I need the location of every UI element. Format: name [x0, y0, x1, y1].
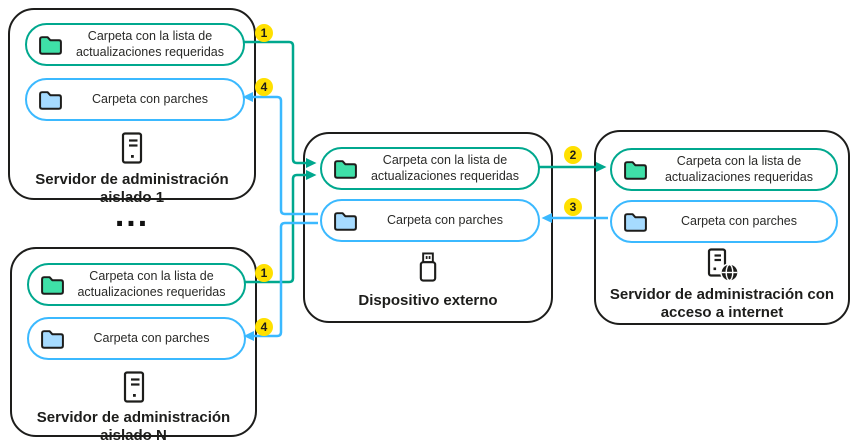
folder-label: Carpeta con la lista de actualizaciones … — [370, 153, 519, 183]
step-badge-1: 1 — [255, 24, 273, 42]
folder-icon — [332, 158, 358, 180]
folder-label: Carpeta con la lista de actualizaciones … — [77, 269, 226, 299]
updates-folder-pill: Carpeta con la lista de actualizaciones … — [320, 147, 540, 190]
server-icon — [12, 371, 255, 403]
patches-folder-pill: Carpeta con parches — [25, 78, 245, 121]
folder-icon — [39, 274, 65, 296]
step-badge-4: 4 — [255, 318, 273, 336]
folder-label: Carpeta con parches — [386, 212, 504, 227]
isolated-server-1-label: Servidor de administración aislado 1 — [35, 171, 229, 206]
isolated-server-1-box: Carpeta con la lista de actualizaciones … — [8, 8, 256, 206]
updates-folder-pill: Carpeta con la lista de actualizaciones … — [610, 148, 838, 191]
patches-folder-pill: Carpeta con parches — [320, 199, 540, 242]
folder-icon — [622, 211, 648, 233]
folder-label: Carpeta con la lista de actualizaciones … — [75, 29, 224, 59]
server-globe-icon — [596, 248, 848, 282]
isolated-server-n-label: Servidor de administración aislado N — [36, 409, 231, 444]
updates-folder-pill: Carpeta con la lista de actualizaciones … — [27, 263, 246, 306]
step-badge-2: 2 — [564, 146, 582, 164]
folder-icon — [39, 328, 65, 350]
external-device-box: Carpeta con la lista de actualizaciones … — [303, 132, 553, 323]
step-badge-3: 3 — [564, 198, 582, 216]
folder-icon — [37, 34, 63, 56]
folder-label: Carpeta con parches — [93, 330, 210, 345]
usb-drive-icon — [305, 252, 551, 283]
step-badge-1: 1 — [255, 264, 273, 282]
folder-icon — [37, 89, 63, 111]
folder-label: Carpeta con parches — [680, 213, 798, 228]
folder-label: Carpeta con parches — [91, 91, 209, 106]
patches-folder-pill: Carpeta con parches — [610, 200, 838, 243]
more-servers-ellipsis: ... — [114, 196, 150, 234]
folder-icon — [622, 159, 648, 181]
isolated-server-n-box: Carpeta con la lista de actualizaciones … — [10, 247, 257, 444]
folder-label: Carpeta con la lista de actualizaciones … — [664, 154, 813, 184]
external-device-label: Dispositivo externo — [358, 292, 498, 309]
updates-folder-pill: Carpeta con la lista de actualizaciones … — [25, 23, 245, 66]
internet-server-box: Carpeta con la lista de actualizaciones … — [594, 130, 850, 325]
step-badge-4: 4 — [255, 78, 273, 96]
server-icon — [10, 132, 254, 164]
folder-icon — [332, 210, 358, 232]
internet-server-label: Servidor de administración con acceso a … — [609, 286, 835, 321]
patches-folder-pill: Carpeta con parches — [27, 317, 246, 360]
